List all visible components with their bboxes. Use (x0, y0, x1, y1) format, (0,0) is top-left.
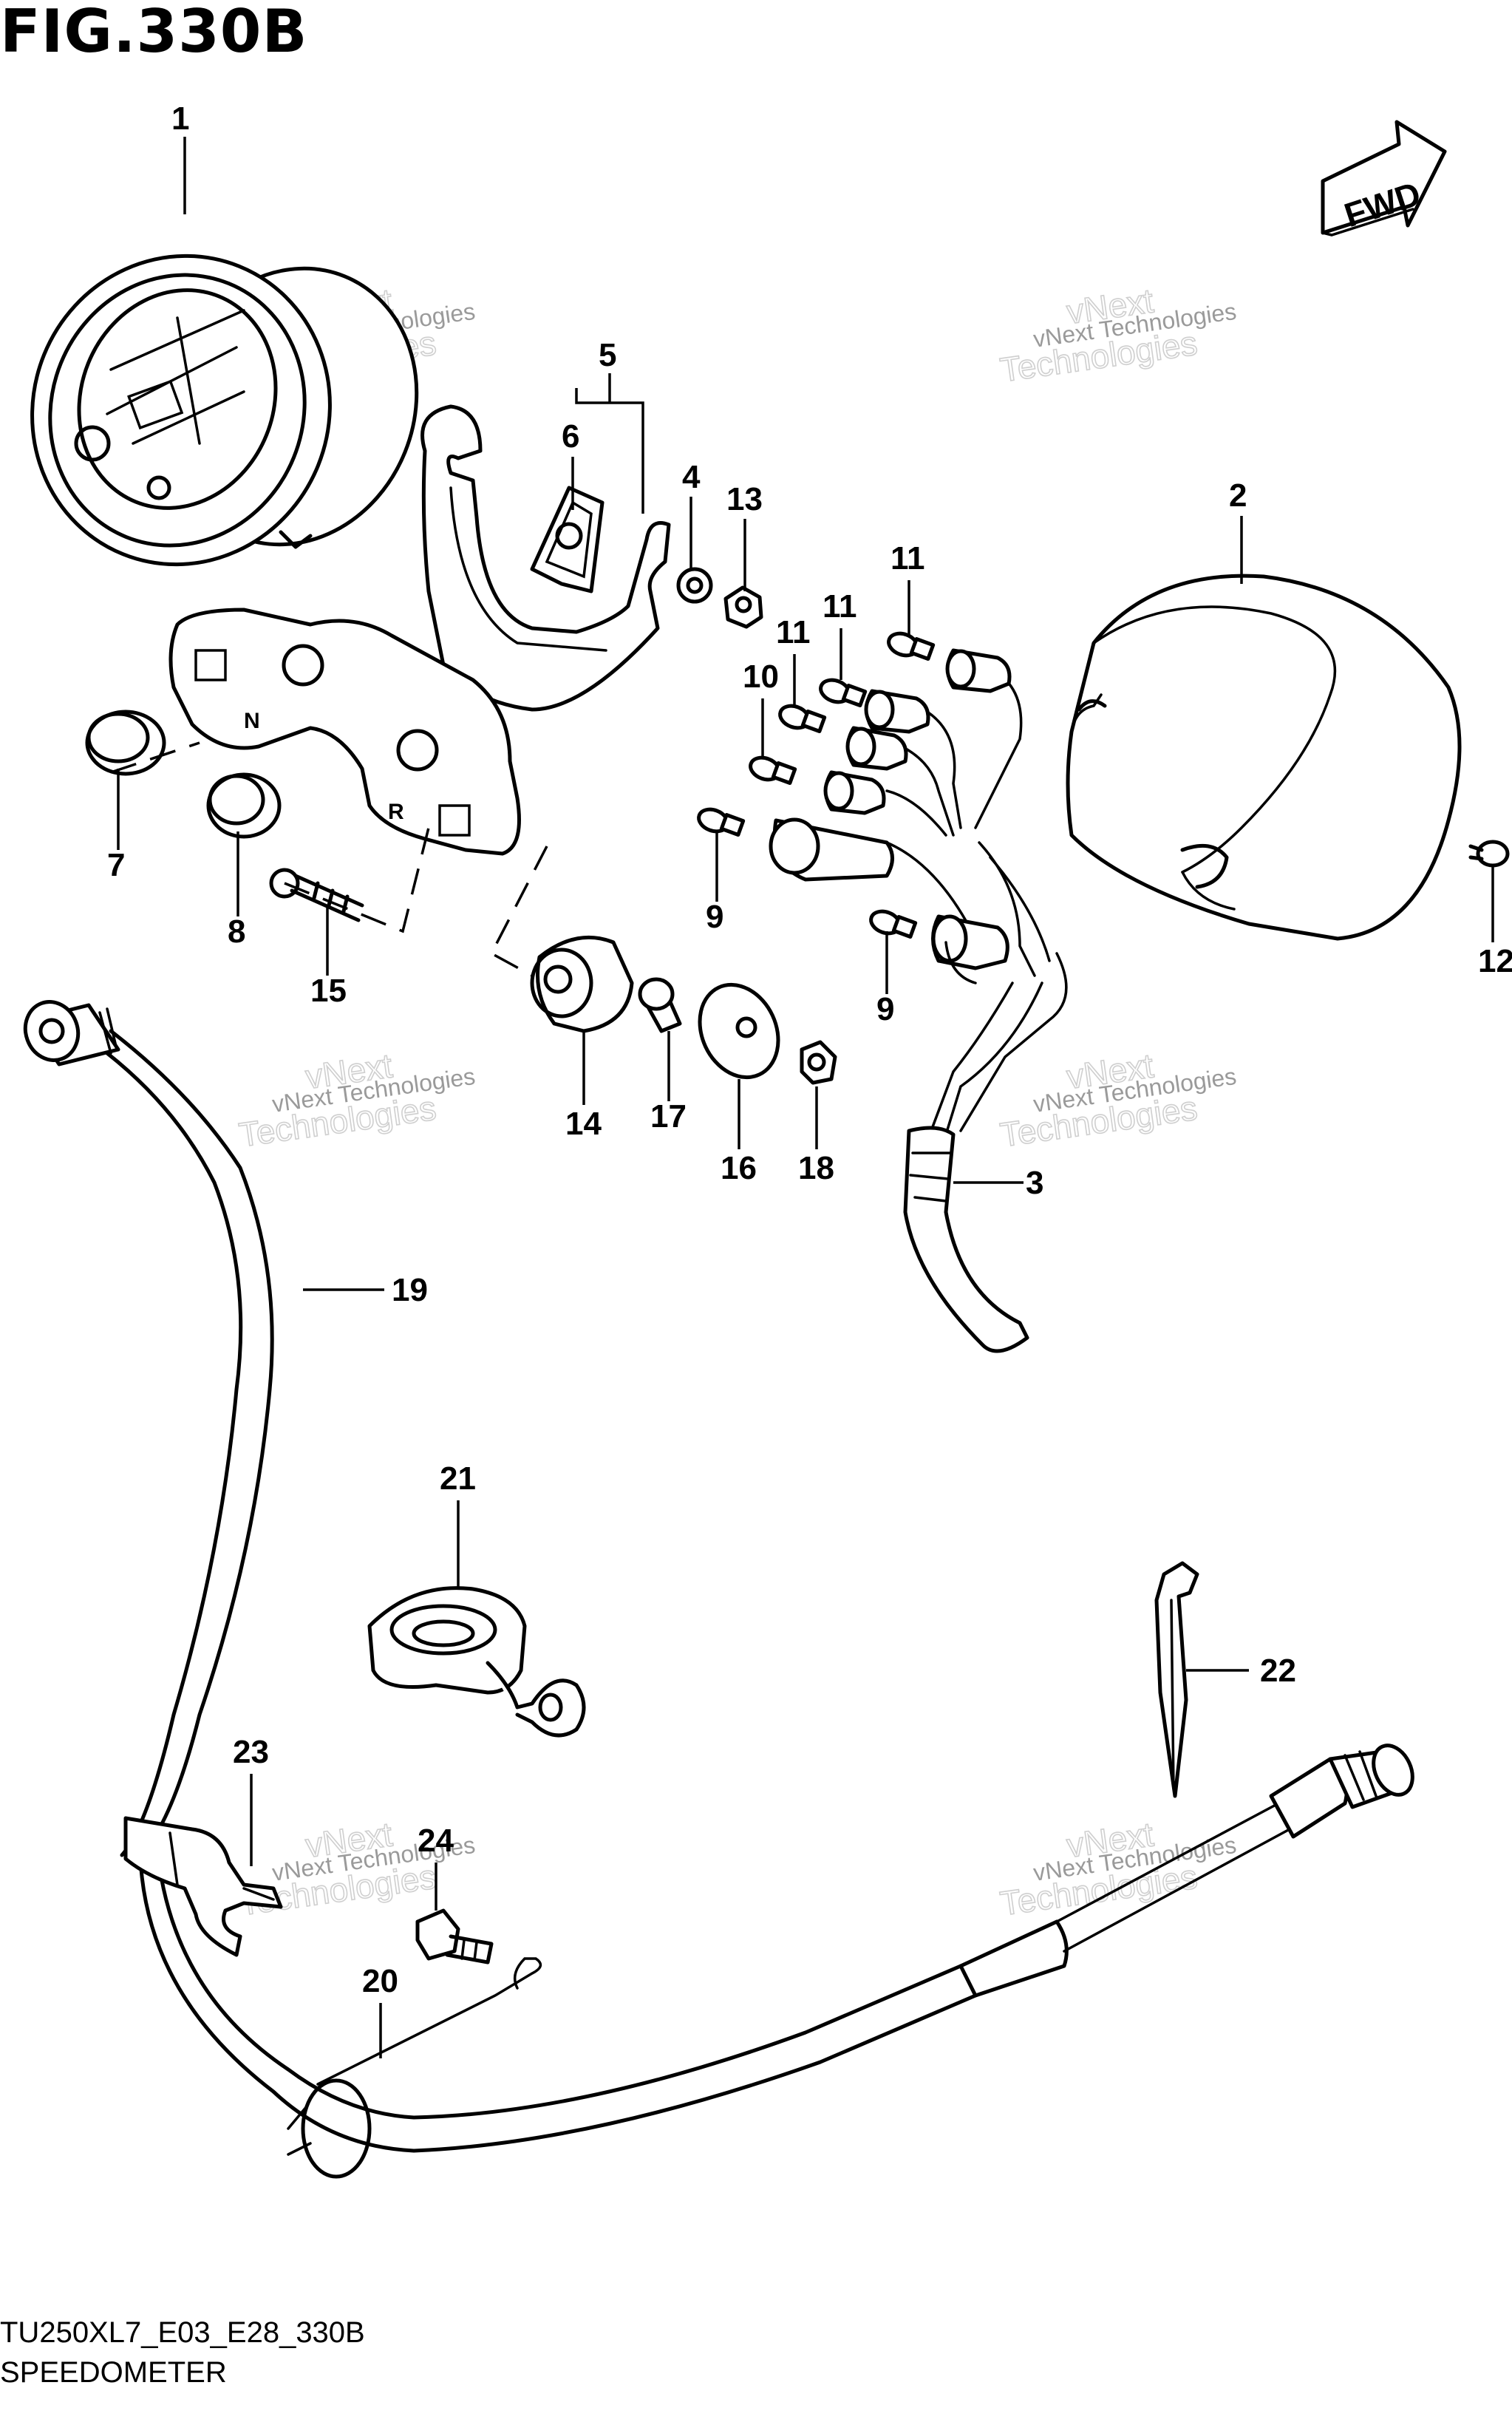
callout-2: 2 (1229, 477, 1247, 514)
watermark: vNext Technologies Technologies vNext (236, 1045, 477, 1154)
callout-5: 5 (599, 337, 616, 373)
speedometer-assembly (30, 254, 419, 567)
callout-11b: 11 (823, 588, 857, 625)
callout-23: 23 (233, 1734, 269, 1770)
callout-6: 6 (562, 418, 579, 455)
callout-20: 20 (362, 1963, 398, 1999)
bracket-mark-r: R (388, 800, 404, 824)
screw-15 (269, 868, 364, 922)
callout-24: 24 (418, 1823, 454, 1859)
callout-15: 15 (310, 973, 347, 1009)
figure-title: FIG.330B (0, 0, 308, 66)
watermark: vNext Technologies Technologies vNext (997, 1814, 1238, 1923)
grommet-8 (206, 772, 282, 839)
nut-13 (723, 585, 763, 629)
callout-12: 12 (1478, 943, 1512, 979)
callout-17: 17 (650, 1098, 687, 1135)
bulb-11 (819, 678, 868, 708)
callout-14: 14 (565, 1106, 602, 1142)
callout-16: 16 (721, 1150, 757, 1186)
callout-18: 18 (798, 1150, 834, 1186)
cable-clamp-21 (367, 1586, 586, 1738)
watermark: vNext Technologies Technologies vNext (997, 280, 1238, 390)
speedometer-cable (23, 1000, 1414, 2153)
nut-18 (800, 1040, 837, 1085)
meter-case (1066, 574, 1462, 941)
washer-16 (698, 982, 780, 1080)
cable-tie-22 (1154, 1561, 1199, 1798)
callout-1: 1 (171, 101, 189, 137)
callout-19: 19 (392, 1272, 428, 1308)
callout-13: 13 (726, 481, 763, 517)
callout-4: 4 (682, 459, 701, 495)
screw-12 (1468, 840, 1510, 868)
bulb-11 (887, 631, 936, 661)
meter-bracket (420, 404, 671, 712)
callout-11c: 11 (776, 614, 811, 650)
washer-4 (676, 567, 713, 604)
bulb-9 (869, 909, 918, 939)
figure-name: SPEEDOMETER (0, 2356, 227, 2389)
watermark: vNext Technologies Technologies vNext (997, 1045, 1238, 1154)
callouts: 1 2 3 4 5 6 7 8 9 9 10 11 11 11 12 13 (107, 101, 1512, 2058)
fwd-arrow-icon: FWD (1321, 120, 1447, 237)
callout-9b: 9 (876, 991, 894, 1027)
clamp-23 (123, 1816, 283, 1957)
bracket-mark-n: N (244, 709, 260, 733)
bulbs (697, 631, 936, 939)
grommet-7 (85, 710, 166, 776)
callout-9a: 9 (706, 899, 723, 935)
callout-8: 8 (228, 914, 245, 950)
bulb-10 (749, 755, 797, 786)
bulb-9 (697, 807, 746, 837)
bolt-24 (415, 1908, 494, 1965)
wiring-harness (769, 648, 1068, 1353)
indicator-plate: N R (168, 608, 521, 856)
callout-7: 7 (107, 847, 125, 883)
bulb-11 (778, 704, 827, 734)
callout-11a: 11 (890, 540, 925, 576)
cable-guide-20 (287, 1957, 542, 2179)
callout-3: 3 (1026, 1165, 1043, 1201)
figure-code: TU250XL7_E03_E28_330B (0, 2316, 365, 2349)
grommet-14 (530, 935, 634, 1033)
callout-21: 21 (440, 1460, 476, 1497)
collar-17 (638, 977, 682, 1033)
callout-22: 22 (1260, 1653, 1296, 1689)
callout-10: 10 (743, 659, 779, 695)
